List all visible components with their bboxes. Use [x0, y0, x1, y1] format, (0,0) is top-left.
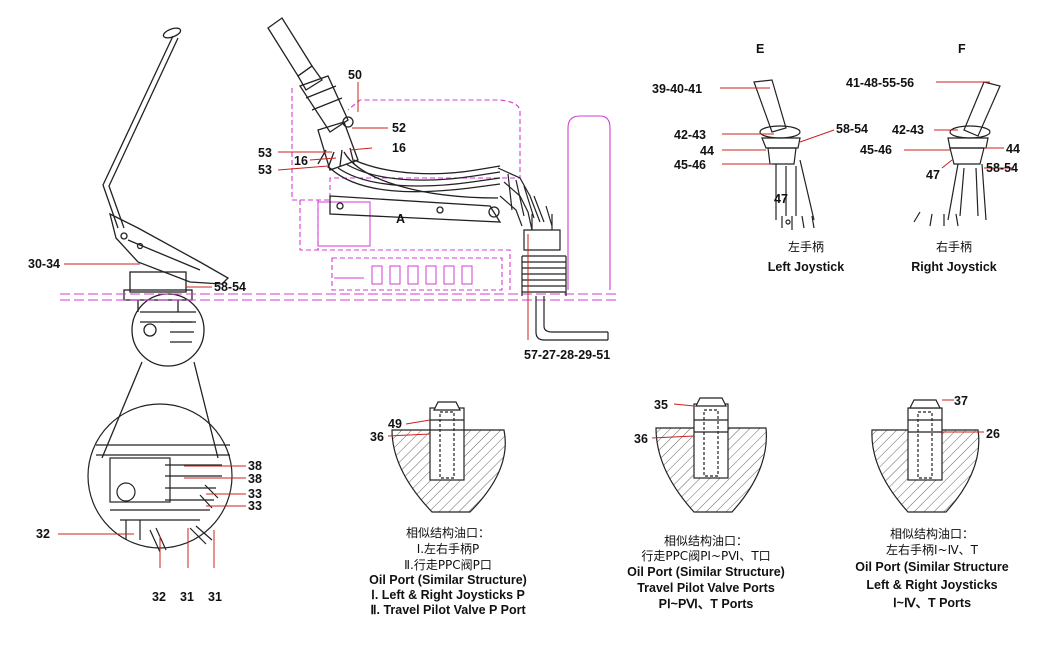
part-label-33-b: 33 [248, 499, 262, 513]
port2-cn2: 行走PPC阀PⅠ~PⅥ、T口 [641, 549, 771, 563]
rj-label-58-54: 58-54 [986, 161, 1018, 175]
port2-label-36: 36 [634, 432, 648, 446]
zoom-detail [87, 403, 233, 553]
lj-label-44: 44 [700, 144, 714, 158]
rj-label-47: 47 [926, 168, 940, 182]
port1-en1: Oil Port (Similar Structure) [369, 573, 527, 587]
part-label-57-51: 57-27-28-29-51 [524, 348, 611, 362]
travel-lever-assembly [101, 27, 230, 459]
port2-label-35: 35 [654, 398, 668, 412]
part-label-52: 52 [392, 121, 406, 135]
port3-label-26: 26 [986, 427, 1000, 441]
lj-label-42-43: 42-43 [674, 128, 706, 142]
port3-label-37: 37 [954, 394, 968, 408]
port-detail-3 [871, 399, 980, 513]
rj-label-45-46: 45-46 [860, 143, 892, 157]
port3-en1: Oil Port (Similar Structure [855, 560, 1009, 574]
part-label-31-b: 31 [208, 590, 222, 604]
left-joystick-en: Left Joystick [767, 260, 845, 274]
port2-en1: Oil Port (Similar Structure) [627, 565, 785, 579]
cab-wall [567, 115, 611, 290]
port1-cn1: 相似结构油口： [405, 526, 491, 540]
right-joystick-cn: 右手柄 [935, 240, 973, 254]
port3-en2: Left & Right Joysticks [866, 578, 998, 592]
part-label-16-right: 16 [392, 141, 406, 155]
lj-label-47: 47 [774, 192, 788, 206]
part-label-31-a: 31 [180, 590, 194, 604]
port1-en3: Ⅱ. Travel Pilot Valve P Port [370, 603, 526, 617]
cabin-seat [60, 88, 620, 301]
left-joystick-cn: 左手柄 [787, 240, 825, 254]
part-label-30-34: 30-34 [28, 257, 60, 271]
part-label-32-left: 32 [36, 527, 50, 541]
view-e-label: E [756, 42, 765, 56]
rj-label-42-43: 42-43 [892, 123, 924, 137]
part-label-53-top: 53 [258, 146, 272, 160]
lj-label-39-41: 39-40-41 [652, 82, 703, 96]
part-label-38-a: 38 [248, 459, 262, 473]
part-label-53-bottom: 53 [258, 163, 272, 177]
part-label-50: 50 [348, 68, 362, 82]
view-a-label: A [396, 212, 406, 226]
right-joystick-drawing [913, 81, 1001, 227]
lj-label-58-54: 58-54 [836, 122, 868, 136]
part-label-16-left: 16 [294, 154, 308, 168]
cabin-fill-lines [317, 201, 473, 285]
port3-cn2: 左右手柄Ⅰ~Ⅳ、T [886, 543, 978, 557]
port2-en2: Travel Pilot Valve Ports [637, 581, 775, 595]
port3-cn1: 相似结构油口： [889, 527, 975, 541]
port1-cn2: Ⅰ.左右手柄P [416, 542, 480, 556]
port1-label-49: 49 [388, 417, 402, 431]
port1-cn3: Ⅱ.行走PPC阀P口 [404, 558, 492, 572]
pilot-joystick [267, 17, 502, 223]
port-detail-2 [655, 397, 767, 513]
lj-label-45-46: 45-46 [674, 158, 706, 172]
port2-en3: PⅠ~PⅥ、T Ports [658, 597, 754, 611]
part-label-33-a: 33 [248, 487, 262, 501]
hose-bundle [497, 167, 609, 341]
rj-label-41-56: 41-48-55-56 [846, 76, 915, 90]
rj-label-44: 44 [1006, 142, 1020, 156]
port-detail-1 [391, 401, 506, 513]
part-label-32-bottom: 32 [152, 590, 166, 604]
leader-lines [58, 81, 1014, 568]
right-joystick-en: Right Joystick [911, 260, 997, 274]
part-label-38-b: 38 [248, 472, 262, 486]
left-joystick-drawing [753, 79, 815, 230]
port1-en2: Ⅰ. Left & Right Joysticks P [371, 588, 525, 602]
view-f-label: F [958, 42, 966, 56]
port3-en3: Ⅰ~Ⅳ、T Ports [892, 596, 972, 610]
part-label-58-54-pedal: 58-54 [214, 280, 246, 294]
port2-cn1: 相似结构油口： [663, 534, 749, 548]
port1-label-36: 36 [370, 430, 384, 444]
